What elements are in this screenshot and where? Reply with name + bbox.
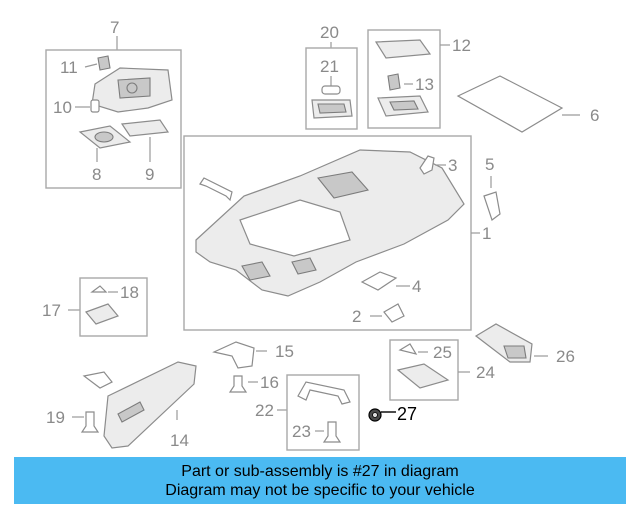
part-26: 26: [474, 323, 575, 366]
part-24-trim: [396, 363, 450, 389]
part-5-pillar-trim: [483, 191, 501, 221]
part-25-clip: [398, 343, 418, 355]
group-12-box: [367, 29, 441, 129]
headliner-lamp-opening: [316, 171, 370, 199]
part-12-console: [374, 39, 432, 59]
callout-9[interactable]: 9: [145, 165, 154, 184]
part-18-clip: [90, 285, 108, 293]
callout-14[interactable]: 14: [170, 431, 189, 450]
group-20: 20 21: [305, 23, 358, 130]
callout-15[interactable]: 15: [275, 342, 294, 361]
part-5: 5: [483, 155, 501, 221]
info-banner: Part or sub-assembly is #27 in diagram D…: [14, 457, 626, 504]
callout-6[interactable]: 6: [590, 106, 599, 125]
callout-4[interactable]: 4: [412, 277, 421, 296]
overhead-lamp-lens: [389, 100, 419, 111]
part-14-sun-visor: [103, 361, 197, 449]
headliner-visor-mount: [241, 261, 271, 281]
part-4-pad: [360, 271, 398, 291]
group-22-box: [286, 374, 360, 451]
part-27-clip-center: [372, 412, 378, 418]
callout-21[interactable]: 21: [320, 57, 339, 76]
part-15: 15: [212, 341, 294, 369]
part-2-bracket: [383, 303, 405, 323]
part-27[interactable]: 27: [368, 404, 417, 424]
callout-22[interactable]: 22: [255, 401, 274, 420]
callout-13[interactable]: 13: [415, 75, 434, 94]
group-24: 24 25: [389, 339, 495, 401]
map-lamp-bulb-socket: [126, 82, 138, 94]
callout-24[interactable]: 24: [476, 363, 495, 382]
part-6: 6: [456, 75, 599, 133]
callout-10[interactable]: 10: [53, 98, 72, 117]
callout-19[interactable]: 19: [46, 408, 65, 427]
callout-1[interactable]: 1: [482, 224, 491, 243]
headliner-handle-trim: [199, 177, 233, 202]
group-22: 22 23: [255, 374, 360, 451]
part-6-insulator: [456, 75, 564, 133]
part-9-cover: [120, 119, 170, 137]
callout-20[interactable]: 20: [320, 23, 339, 42]
banner-line-1: Part or sub-assembly is #27 in diagram: [181, 462, 459, 480]
banner-line-2: Diagram may not be specific to your vehi…: [165, 481, 475, 499]
headliner-sunroof-opening: [239, 199, 351, 257]
visor-arm: [82, 371, 113, 389]
part-23-bolt: [322, 421, 342, 443]
group-12: 12 13: [367, 29, 471, 129]
part-21-bulb: [321, 85, 341, 95]
sun-visor-mirror: [117, 401, 145, 423]
callout-26[interactable]: 26: [556, 347, 575, 366]
part-14: 14: [82, 361, 197, 450]
group-7: 7 11 10 8 9: [45, 18, 182, 189]
group-20-box: [305, 47, 358, 130]
part-22-grab-handle: [297, 381, 351, 405]
callout-17[interactable]: 17: [42, 301, 61, 320]
callout-5[interactable]: 5: [485, 155, 494, 174]
part-16: 16: [228, 373, 279, 393]
part-10-bulb: [90, 99, 100, 113]
parts-diagram: 7 11 10 8 9 20 21 12: [42, 18, 599, 451]
group-1: 1 3 4 2: [183, 135, 491, 331]
callout-12[interactable]: 12: [452, 36, 471, 55]
callout-2[interactable]: 2: [352, 307, 361, 326]
part-19-screw: [80, 411, 100, 433]
callout-3[interactable]: 3: [448, 156, 457, 175]
callout-18[interactable]: 18: [120, 283, 139, 302]
group-7-box: [45, 49, 182, 189]
callout-23[interactable]: 23: [292, 422, 311, 441]
group-24-box: [389, 339, 459, 401]
headliner-console-mount: [291, 257, 317, 275]
part-11-clip: [97, 55, 111, 71]
part-3-clip: [419, 155, 435, 175]
group-17: 17 18: [42, 277, 148, 337]
callout-11[interactable]: 11: [60, 58, 78, 77]
callout-27[interactable]: 27: [397, 404, 417, 424]
dome-lamp-lens: [317, 103, 347, 114]
part-13-bulb: [387, 73, 401, 91]
part-17-holder: [84, 303, 120, 325]
part-26-trim-pocket: [503, 345, 527, 359]
callout-8[interactable]: 8: [92, 165, 101, 184]
callout-25[interactable]: 25: [433, 343, 452, 362]
part-15-visor-bracket: [212, 341, 255, 369]
group-17-box: [79, 277, 148, 337]
part-19: 19: [46, 408, 100, 433]
callout-16[interactable]: 16: [260, 373, 279, 392]
callout-7[interactable]: 7: [110, 18, 119, 37]
part-8-lens-window: [94, 131, 114, 143]
part-16-screw: [228, 375, 248, 393]
